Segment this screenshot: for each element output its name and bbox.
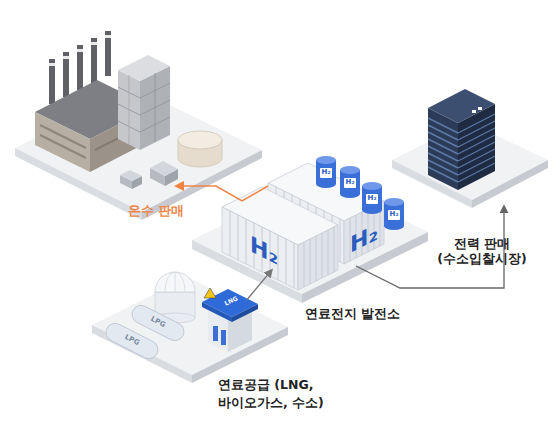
flow-label: 온수 판매 — [128, 203, 184, 218]
container-rib — [322, 233, 323, 278]
container-rib — [328, 230, 329, 275]
window-band — [428, 132, 458, 147]
flow-label: 전력 판매 (수소입찰시장) — [436, 236, 528, 266]
storage-tank-top — [178, 131, 222, 149]
tank-bottom — [384, 222, 404, 230]
tank-bottom — [340, 190, 360, 198]
tank-top — [384, 198, 404, 206]
fuel-group — [92, 272, 288, 383]
container-wall — [222, 207, 298, 290]
container-rib — [340, 219, 341, 262]
chimney-stripe — [77, 49, 83, 52]
container-mark: H₂ — [250, 231, 278, 271]
window-band — [428, 125, 458, 140]
building-group — [392, 89, 548, 208]
building-roof — [428, 89, 495, 123]
fuel-supply-area: 연료공급 (LNG, 바이오가스, 수소) — [95, 300, 280, 365]
container-rib — [246, 219, 247, 264]
tank-plate — [344, 178, 356, 188]
container-wall — [344, 201, 384, 264]
tower-top — [118, 55, 170, 81]
container-rib — [304, 242, 305, 287]
dome-line — [165, 272, 185, 292]
container-rib — [238, 215, 239, 260]
container-ribs — [230, 211, 334, 288]
container-rib — [230, 211, 231, 256]
building-windows — [428, 114, 495, 182]
tank-bottom — [362, 206, 382, 214]
factory-window — [40, 125, 86, 148]
window-band — [428, 118, 458, 133]
chimney-stripe — [91, 42, 97, 45]
station-roof-edge — [232, 304, 258, 322]
hydrogen-tank — [340, 166, 360, 198]
plant-title: 연료전지 발전소 — [305, 305, 425, 323]
tank-mark: LPG — [145, 313, 170, 331]
window-band — [428, 160, 458, 175]
window-band — [428, 139, 458, 154]
building-logo — [478, 107, 482, 110]
tank-plate — [366, 194, 378, 204]
chimney — [49, 59, 55, 104]
tank-plate — [320, 168, 332, 178]
gas-tank — [103, 320, 161, 361]
dome-line — [175, 272, 176, 292]
hydrogen-tank — [316, 156, 336, 188]
hydrogen-tank — [384, 198, 404, 230]
tower-frame — [129, 75, 130, 144]
factory-wall — [35, 112, 90, 172]
chimney-stripe — [105, 35, 111, 38]
container-rib — [310, 239, 311, 284]
chimney — [77, 45, 83, 90]
chimney-stripe — [63, 56, 69, 59]
tank-top — [316, 156, 336, 164]
chimney-stripe — [49, 63, 55, 66]
fuel-flow-arrow — [247, 270, 272, 300]
container-rib — [294, 243, 295, 288]
tank-mark: H₂ — [320, 168, 332, 176]
container-rib — [286, 239, 287, 284]
chimney — [91, 38, 97, 83]
tower-wall — [118, 70, 140, 150]
tank-bottom — [316, 180, 336, 188]
fuel-pump — [221, 330, 226, 345]
tank-mark: LPG — [119, 331, 144, 349]
window-band — [428, 167, 458, 182]
factory-window — [40, 135, 86, 158]
window-band — [458, 163, 495, 182]
window-band — [428, 146, 458, 161]
container-rib — [334, 227, 335, 272]
tank-mark: H₂ — [344, 178, 356, 186]
fuel-pump — [213, 326, 218, 341]
shed-roof — [120, 170, 142, 181]
tower-frame — [155, 73, 156, 142]
container-wall — [298, 225, 338, 290]
fuel-supply-title: 연료공급 (LNG, 바이오가스, 수소) — [218, 376, 353, 411]
tank-mark: H₂ — [366, 194, 378, 202]
container-mark: H₂ — [350, 219, 378, 259]
chimney — [63, 52, 69, 97]
building-logo — [472, 110, 476, 113]
heat-flow-arrow — [176, 186, 268, 201]
container-rib — [316, 236, 317, 281]
tank-plate — [388, 210, 400, 220]
warning-sign — [204, 288, 216, 298]
window-band — [428, 153, 458, 168]
station-mark: LNG — [220, 293, 241, 308]
tank-mark: H₂ — [388, 210, 400, 218]
shed-roof — [150, 161, 178, 176]
chimney — [105, 31, 111, 76]
tank-top — [362, 182, 382, 190]
dome — [155, 272, 195, 292]
plant-group — [192, 156, 428, 303]
tank-top — [340, 166, 360, 174]
hydrogen-tank — [362, 182, 382, 214]
